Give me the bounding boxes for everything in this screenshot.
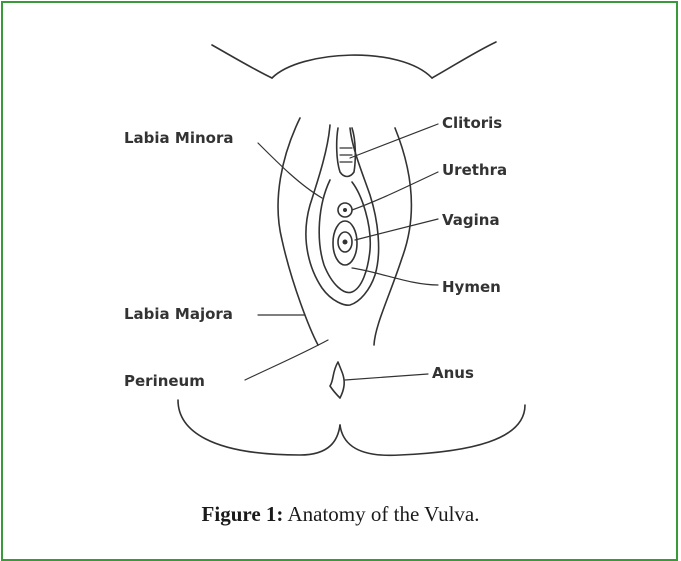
torso-outline	[212, 42, 496, 78]
label-labia-minora: Labia Minora	[124, 129, 233, 147]
anus-shape	[330, 362, 344, 398]
label-perineum: Perineum	[124, 372, 205, 390]
labia-minora-shape	[306, 125, 379, 305]
label-hymen: Hymen	[442, 278, 501, 296]
label-urethra: Urethra	[442, 161, 507, 179]
clitoris-shape	[337, 128, 356, 177]
caption-text: Anatomy of the Vulva.	[287, 502, 479, 526]
urethra-shape	[338, 203, 352, 217]
label-vagina: Vagina	[442, 211, 500, 229]
figure-caption: Figure 1: Anatomy of the Vulva.	[0, 502, 681, 527]
buttocks-outline	[178, 400, 525, 455]
caption-prefix: Figure 1:	[202, 502, 284, 526]
label-labia-majora: Labia Majora	[124, 305, 233, 323]
label-clitoris: Clitoris	[442, 114, 502, 132]
label-anus: Anus	[432, 364, 474, 382]
vagina-shape	[333, 221, 357, 265]
